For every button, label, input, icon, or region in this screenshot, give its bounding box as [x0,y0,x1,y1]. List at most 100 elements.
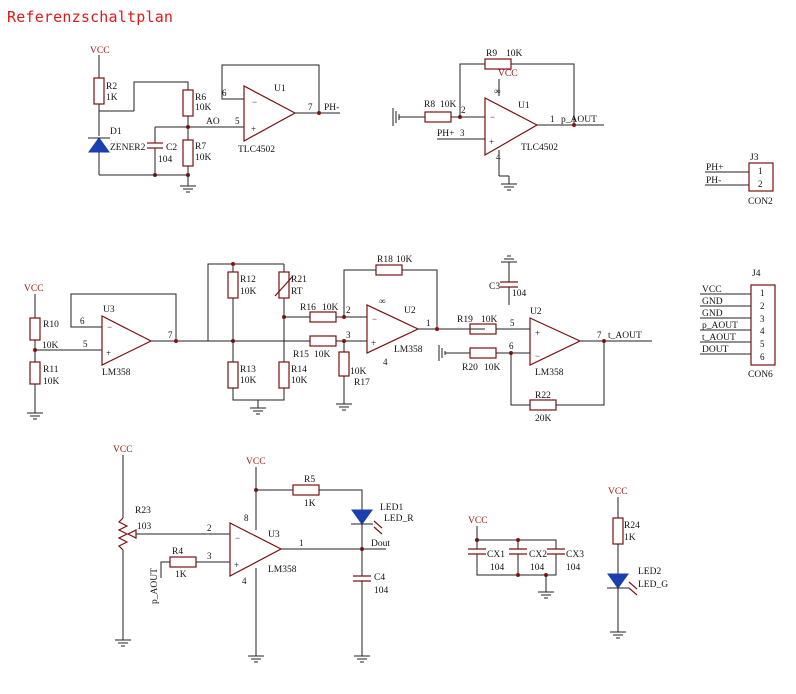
svg-text:103: 103 [137,522,152,532]
svg-text:−: − [252,97,257,107]
svg-text:6: 6 [222,88,227,98]
svg-text:10K: 10K [481,315,498,325]
svg-text:LM358: LM358 [394,345,423,355]
connector-j3: J3 1 2 PH+ PH- CON2 [705,153,774,207]
svg-text:U2: U2 [404,306,416,316]
svg-text:VCC: VCC [113,445,133,455]
svg-text:10K: 10K [506,49,523,59]
svg-text:R15: R15 [293,350,309,360]
block-3-temperature-chain: VCC R10 10K R11 10K 5 − + U3 LM358 6 7 R… [24,255,652,424]
svg-text:+: + [251,124,256,134]
svg-text:10K: 10K [396,255,413,265]
svg-text:10K: 10K [322,303,339,313]
svg-text:C2: C2 [166,143,177,153]
svg-text:R6: R6 [195,93,206,103]
r24-resistor [612,517,624,545]
svg-text:CON2: CON2 [748,197,773,207]
svg-text:1K: 1K [175,570,187,580]
svg-text:6: 6 [760,352,765,362]
svg-text:104: 104 [530,563,545,573]
svg-text:LED_R: LED_R [384,514,414,524]
svg-text:R11: R11 [43,365,59,375]
page-title: Referenzschaltplan [7,8,174,26]
u1-opamp [243,85,297,143]
svg-text:10K: 10K [484,363,501,373]
svg-text:U2: U2 [530,307,542,317]
r10-resistor [29,317,41,341]
svg-text:U1: U1 [518,101,530,111]
connector-j4: J4 1 2 3 4 5 6 VCC GND GND p_AOUT t_AOUT… [700,269,776,380]
svg-text:2: 2 [758,179,763,189]
svg-text:LM358: LM358 [268,565,297,575]
svg-text:5: 5 [510,318,515,328]
vcc-label: VCC [90,46,110,56]
r12-resistor [227,271,239,299]
svg-text:10K: 10K [240,376,257,386]
svg-text:10K: 10K [240,287,257,297]
u1b-opamp [484,97,539,157]
svg-text:+: + [535,328,540,338]
block-2-p-aout-amplifier: R8 10K 2 R9 10K VCC ∞ − + U1 TLC4502 4 P… [392,49,604,191]
svg-text:5: 5 [83,339,88,349]
r14-resistor [278,361,290,389]
svg-text:1: 1 [550,114,555,124]
svg-text:R19: R19 [457,315,473,325]
svg-text:1K: 1K [106,93,118,103]
svg-text:VCC: VCC [24,284,44,294]
svg-text:20K: 20K [535,414,552,424]
svg-text:104: 104 [158,155,173,165]
svg-text:+: + [234,560,239,570]
svg-text:−: − [535,351,540,361]
svg-text:R5: R5 [304,475,315,485]
r4-resistor [169,556,197,568]
r7-resistor [182,139,194,167]
svg-text:AO: AO [206,117,220,127]
u2-opamp [366,304,420,354]
svg-text:−: − [235,533,240,543]
svg-text:R17: R17 [354,378,370,388]
svg-text:3: 3 [760,314,765,324]
svg-text:R2: R2 [106,82,117,92]
r5-resistor [292,484,320,496]
svg-text:R10: R10 [43,320,59,330]
svg-text:3: 3 [460,128,465,138]
svg-text:R14: R14 [291,365,307,375]
svg-text:DOUT: DOUT [702,345,729,355]
svg-text:RT: RT [291,287,303,297]
svg-text:GND: GND [702,309,723,319]
svg-text:2: 2 [207,523,212,533]
svg-text:LM358: LM358 [535,368,564,378]
svg-text:PH-: PH- [324,103,339,113]
led2-green-led [607,573,629,589]
svg-text:1: 1 [760,288,765,298]
r18-resistor [375,264,403,276]
svg-text:2: 2 [760,301,765,311]
svg-text:10K: 10K [440,100,457,110]
svg-text:4: 4 [383,357,388,367]
svg-text:U1: U1 [274,84,286,94]
svg-text:1: 1 [299,538,304,548]
svg-text:10K: 10K [291,376,308,386]
r16-resistor [309,311,337,323]
svg-text:R22: R22 [535,391,551,401]
svg-text:GND: GND [702,297,723,307]
svg-text:10K: 10K [314,350,331,360]
svg-text:p_AOUT: p_AOUT [150,568,160,604]
led1-red-led [351,509,373,525]
svg-text:R4: R4 [172,547,183,557]
svg-text:10K: 10K [42,341,59,351]
svg-text:R20: R20 [462,363,478,373]
r8-resistor [424,111,452,123]
u2b-opamp [529,317,582,366]
svg-text:R13: R13 [240,365,256,375]
svg-text:Dout: Dout [371,539,390,549]
svg-text:2: 2 [461,105,466,115]
svg-text:−: − [107,322,112,332]
block-1-ph-minus-reference: VCC R2 1K D1 ZENER2 R6 10K R7 10K [88,46,340,193]
svg-text:1K: 1K [624,533,636,543]
svg-text:104: 104 [566,563,581,573]
decoupling-capacitors: VCC CX1 CX2 CX3 104 104 104 [468,516,584,599]
svg-text:+: + [489,137,494,147]
power-led-block: VCC R24 1K LED2 LED_G [607,487,668,639]
svg-text:104: 104 [512,289,527,299]
